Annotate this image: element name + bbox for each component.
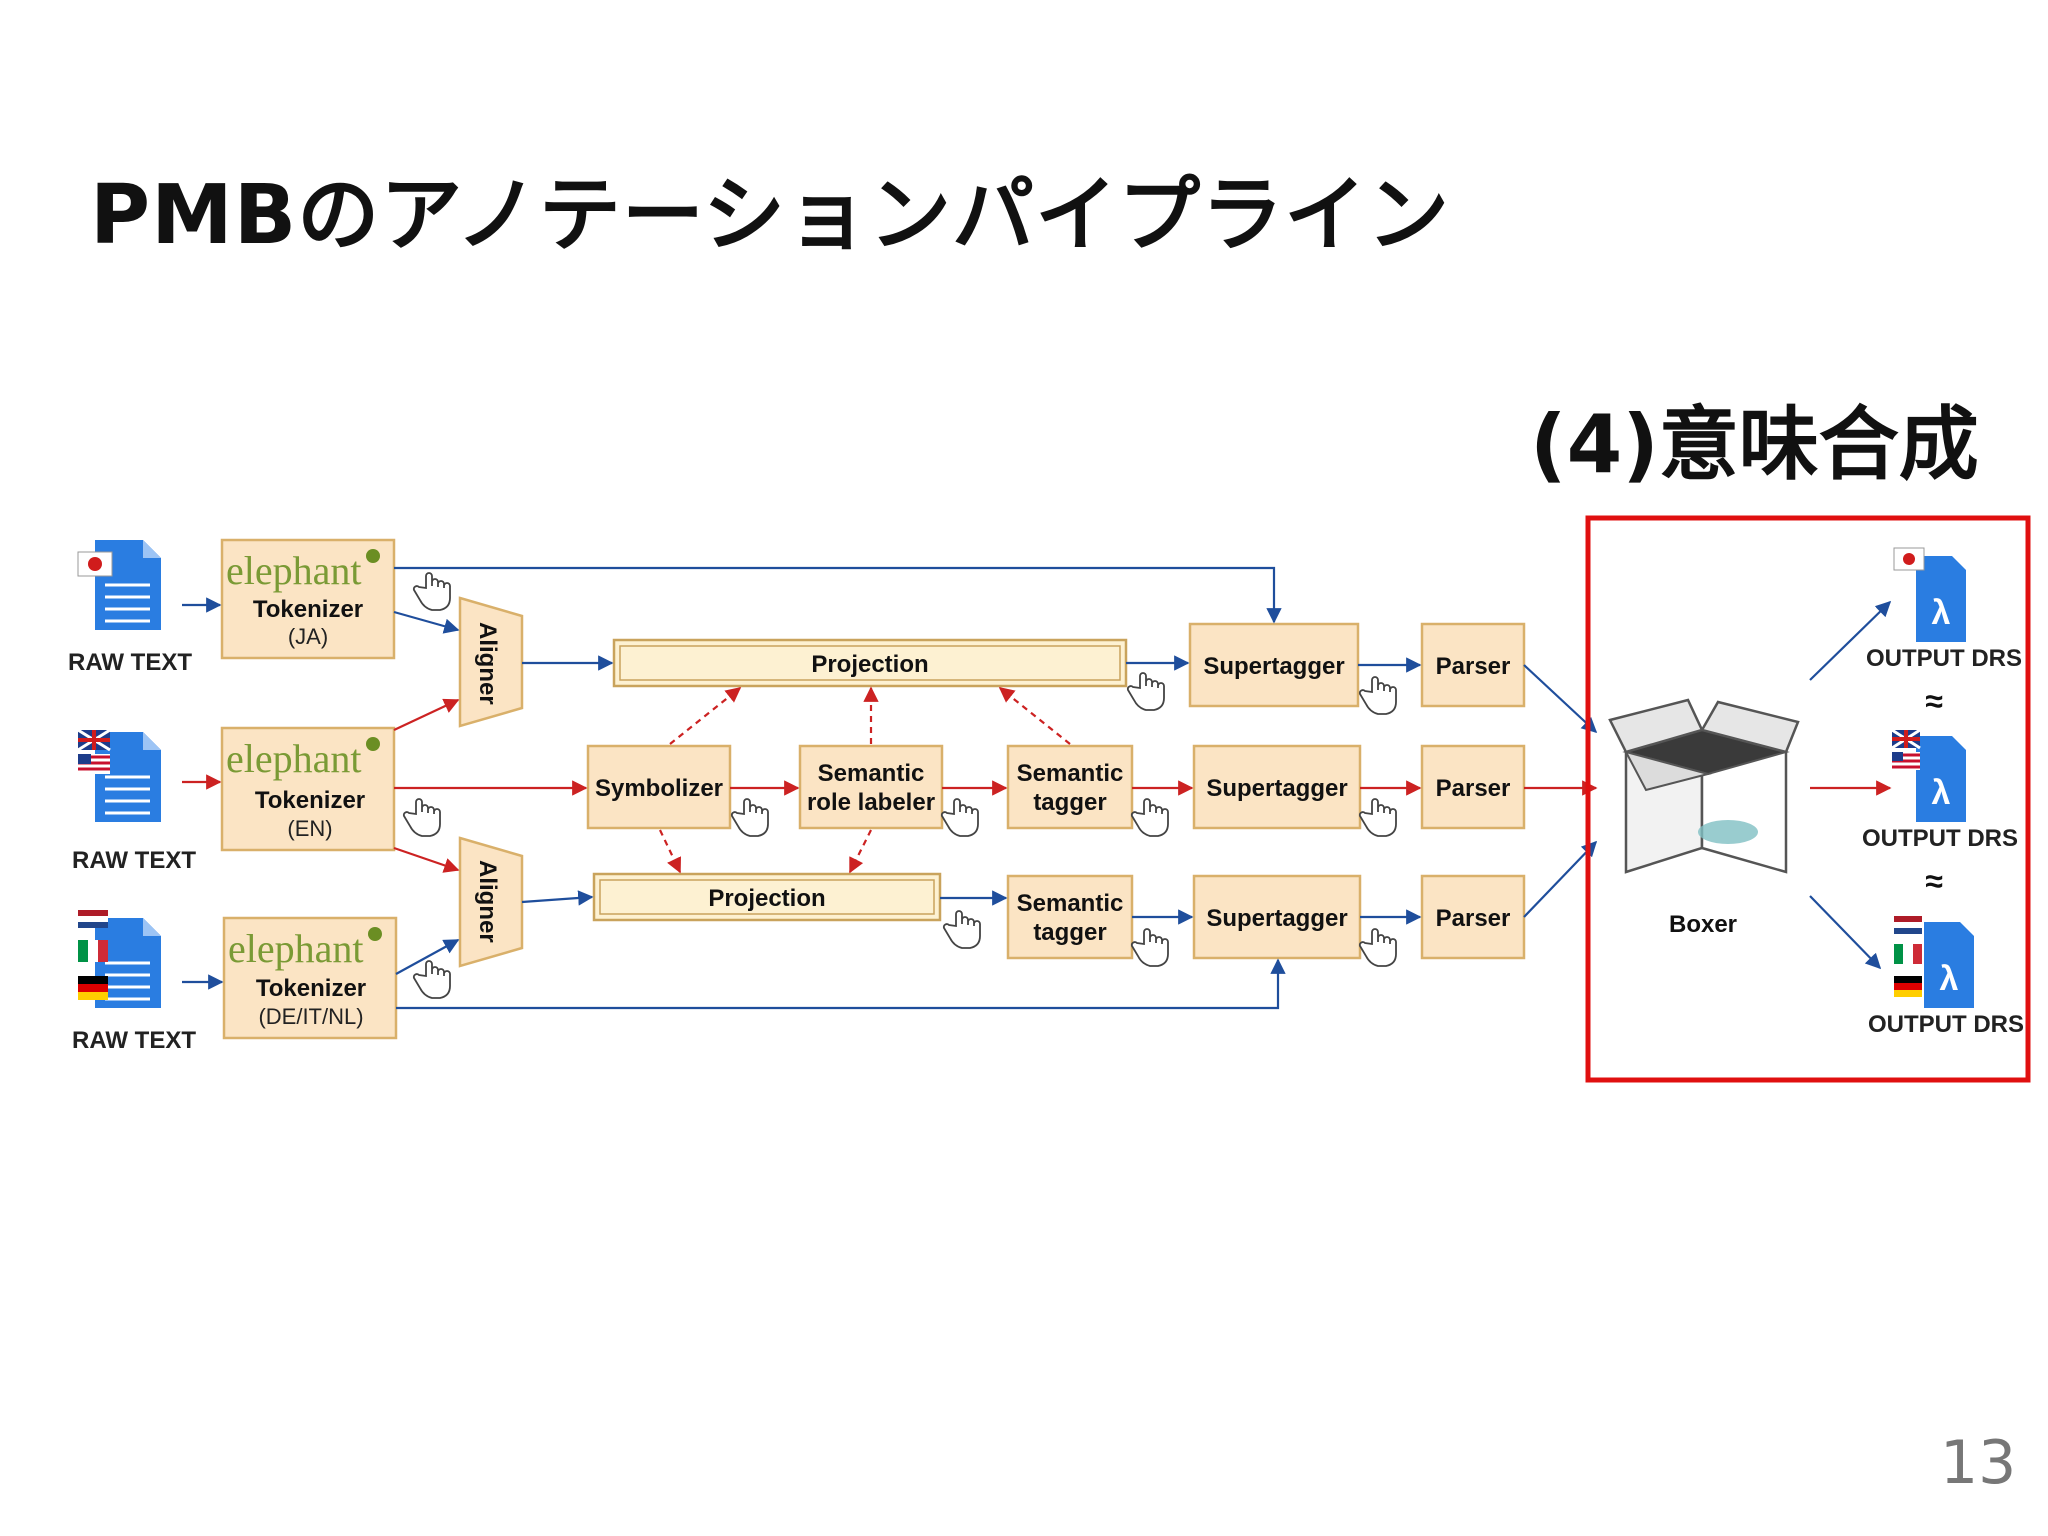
parser-label: Parser bbox=[1436, 653, 1511, 680]
lambda-icon: λ bbox=[1932, 594, 1951, 632]
raw-text-doc-ja: RAW TEXT bbox=[68, 540, 192, 676]
document-icon bbox=[1916, 556, 1966, 642]
boxer-logo-icon bbox=[1698, 820, 1758, 844]
semtag-label-line1: Semantic bbox=[1017, 760, 1124, 787]
germany-flag-icon bbox=[1894, 976, 1922, 997]
tokenizer-lang: (EN) bbox=[287, 816, 332, 841]
semantic-tagger-middle: Semantic tagger bbox=[1006, 744, 1134, 830]
hand-icon bbox=[1126, 672, 1165, 711]
page-number: 13 bbox=[1940, 1428, 2017, 1498]
us-flag-icon bbox=[78, 754, 110, 774]
tokenizer-label: Tokenizer bbox=[253, 596, 363, 623]
aligner-top: Aligner bbox=[458, 596, 524, 728]
box-icon bbox=[1608, 698, 1800, 874]
approx-icon: ≈ bbox=[1925, 863, 1943, 899]
elephant-logo-text: elephant bbox=[228, 926, 364, 971]
raw-text-doc-de-it-nl: RAW TEXT bbox=[72, 910, 196, 1054]
parser-label: Parser bbox=[1436, 775, 1511, 802]
hand-icon bbox=[730, 798, 769, 837]
output-drs-ja: λ OUTPUT DRS bbox=[1866, 547, 2022, 672]
lambda-icon: λ bbox=[1940, 960, 1959, 998]
parser-top: Parser bbox=[1420, 622, 1526, 708]
hand-icon bbox=[942, 910, 981, 949]
hand-icon bbox=[1358, 798, 1397, 837]
elephant-logo-dot-icon bbox=[366, 737, 380, 751]
hand-icon bbox=[1358, 928, 1397, 967]
tokenizer-label: Tokenizer bbox=[255, 787, 365, 814]
srl-label-line2: role labeler bbox=[807, 789, 935, 816]
supertagger-label: Supertagger bbox=[1206, 775, 1347, 802]
tokenizer-lang: (DE/IT/NL) bbox=[258, 1004, 363, 1029]
output-drs-de-it-nl: λ OUTPUT DRS bbox=[1868, 916, 2024, 1038]
aligner-label: Aligner bbox=[474, 622, 501, 705]
netherlands-flag-icon bbox=[78, 910, 108, 928]
tokenizer-en: elephant Tokenizer (EN) bbox=[220, 726, 396, 852]
semtag-label-line1: Semantic bbox=[1017, 890, 1124, 917]
aligner-bottom: Aligner bbox=[458, 836, 524, 968]
boxer-label: Boxer bbox=[1669, 911, 1737, 938]
raw-text-label: RAW TEXT bbox=[72, 847, 196, 874]
projection-top: Projection bbox=[612, 638, 1128, 688]
italy-flag-icon bbox=[1894, 944, 1922, 964]
output-label: OUTPUT DRS bbox=[1866, 645, 2022, 672]
elephant-logo-dot-icon bbox=[366, 549, 380, 563]
hand-icon bbox=[1130, 928, 1169, 967]
symbolizer: Symbolizer bbox=[586, 744, 732, 830]
hand-icon bbox=[940, 798, 979, 837]
tokenizer-lang: (JA) bbox=[288, 624, 328, 649]
supertagger-label: Supertagger bbox=[1206, 905, 1347, 932]
approx-icon: ≈ bbox=[1925, 683, 1943, 719]
italy-flag-icon bbox=[78, 940, 108, 962]
lambda-icon: λ bbox=[1932, 774, 1951, 812]
srl-label-line1: Semantic bbox=[818, 760, 925, 787]
arrows bbox=[182, 566, 1892, 1010]
hand-icon bbox=[412, 572, 451, 611]
output-label: OUTPUT DRS bbox=[1862, 825, 2018, 852]
raw-text-label: RAW TEXT bbox=[68, 649, 192, 676]
aligner-label: Aligner bbox=[474, 860, 501, 943]
raw-text-doc-en: RAW TEXT bbox=[72, 728, 196, 874]
tokenizer-label: Tokenizer bbox=[256, 975, 366, 1002]
germany-flag-icon bbox=[78, 976, 108, 1000]
semantic-role-labeler: Semantic role labeler bbox=[798, 744, 944, 830]
hand-icon bbox=[1130, 798, 1169, 837]
semantic-tagger-bottom: Semantic tagger bbox=[1006, 874, 1134, 960]
tokenizer-de-it-nl: elephant Tokenizer (DE/IT/NL) bbox=[222, 916, 398, 1040]
output-drs-en: λ OUTPUT DRS bbox=[1862, 728, 2018, 852]
document-icon bbox=[1916, 736, 1966, 822]
parser-bottom: Parser bbox=[1420, 874, 1526, 960]
hand-icon bbox=[402, 798, 441, 837]
highlight-frame bbox=[1585, 515, 2031, 1083]
tokenizer-ja: elephant Tokenizer (JA) bbox=[220, 538, 396, 660]
supertagger-top: Supertagger bbox=[1188, 622, 1360, 708]
supertagger-middle: Supertagger bbox=[1192, 744, 1362, 830]
projection-bottom: Projection bbox=[592, 872, 942, 922]
raw-text-label: RAW TEXT bbox=[72, 1027, 196, 1054]
projection-label: Projection bbox=[811, 651, 928, 678]
elephant-logo-dot-icon bbox=[368, 927, 382, 941]
supertagger-bottom: Supertagger bbox=[1192, 874, 1362, 960]
parser-middle: Parser bbox=[1420, 744, 1526, 830]
symbolizer-label: Symbolizer bbox=[595, 775, 723, 802]
elephant-logo-text: elephant bbox=[226, 736, 362, 781]
us-flag-icon bbox=[1892, 752, 1920, 770]
uk-flag-icon bbox=[77, 728, 111, 752]
supertagger-label: Supertagger bbox=[1203, 653, 1344, 680]
uk-flag-icon bbox=[1891, 728, 1921, 750]
output-label: OUTPUT DRS bbox=[1868, 1011, 2024, 1038]
semtag-label-line2: tagger bbox=[1033, 789, 1106, 816]
projection-label: Projection bbox=[708, 885, 825, 912]
hand-icons bbox=[402, 572, 1397, 999]
netherlands-flag-icon bbox=[1894, 916, 1922, 934]
hand-icon bbox=[412, 960, 451, 999]
document-icon bbox=[1924, 922, 1974, 1008]
semtag-label-line2: tagger bbox=[1033, 919, 1106, 946]
hand-icon bbox=[1358, 676, 1397, 715]
section-label: (4)意味合成 bbox=[1530, 398, 1979, 491]
slide-title: PMBのアノテーションパイプライン bbox=[90, 168, 1451, 263]
boxer: Boxer bbox=[1608, 698, 1800, 938]
elephant-logo-text: elephant bbox=[226, 548, 362, 593]
parser-label: Parser bbox=[1436, 905, 1511, 932]
